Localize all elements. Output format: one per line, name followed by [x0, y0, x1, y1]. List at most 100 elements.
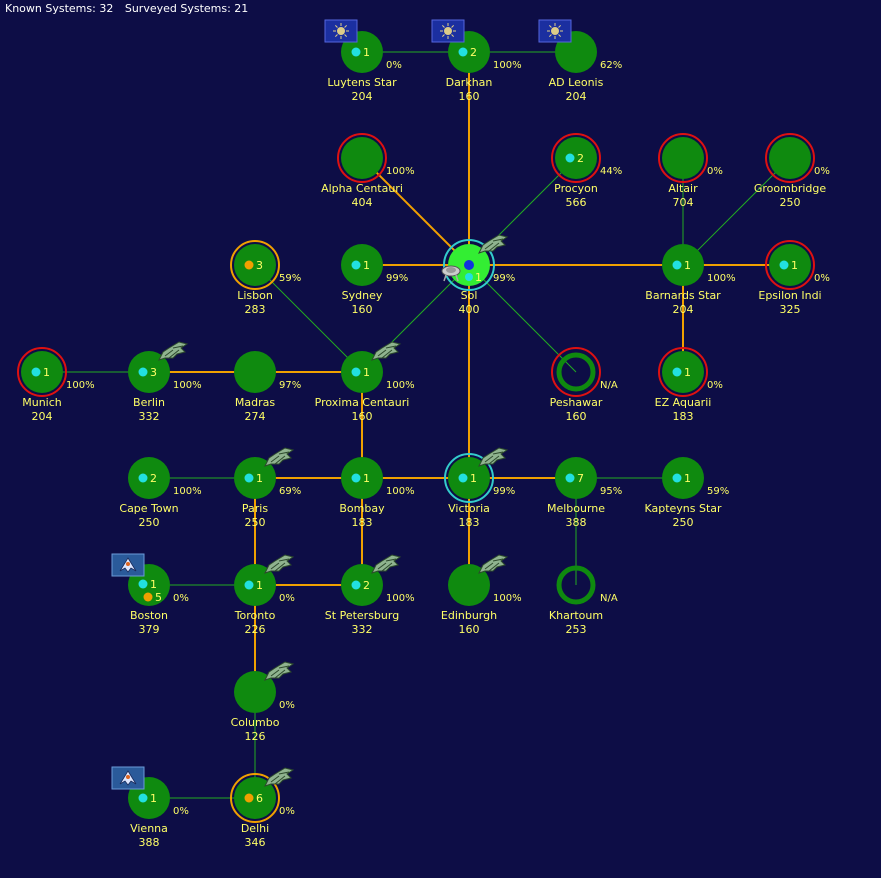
planet[interactable]	[341, 244, 383, 286]
planet[interactable]	[234, 457, 276, 499]
planet[interactable]	[234, 671, 276, 713]
planet[interactable]	[341, 564, 383, 606]
planet[interactable]	[341, 457, 383, 499]
system-name[interactable]: Columbo	[231, 716, 280, 729]
system-name[interactable]: Sol	[461, 289, 478, 302]
planet[interactable]	[555, 457, 597, 499]
planet[interactable]	[128, 457, 170, 499]
system-name[interactable]: Munich	[22, 396, 62, 409]
system-name[interactable]: Paris	[242, 502, 268, 515]
planet[interactable]	[234, 564, 276, 606]
system-name[interactable]: Proxima Centauri	[315, 396, 410, 409]
planet[interactable]	[555, 137, 597, 179]
planet[interactable]	[234, 244, 276, 286]
planet[interactable]	[662, 351, 704, 393]
planet[interactable]	[341, 351, 383, 393]
system-name[interactable]: Groombridge	[754, 182, 827, 195]
system-name[interactable]: Madras	[235, 396, 275, 409]
planet[interactable]	[448, 564, 490, 606]
system-name[interactable]: Khartoum	[549, 609, 603, 622]
planet[interactable]	[662, 457, 704, 499]
system-name[interactable]: St Petersburg	[325, 609, 399, 622]
system-name[interactable]: Alpha Centauri	[321, 182, 403, 195]
system-name[interactable]: Melbourne	[547, 502, 605, 515]
system-name[interactable]: Toronto	[234, 609, 276, 622]
system-name[interactable]: Victoria	[448, 502, 490, 515]
system-name[interactable]: Vienna	[130, 822, 168, 835]
system-name[interactable]: EZ Aquarii	[655, 396, 712, 409]
system-name[interactable]: Delhi	[241, 822, 269, 835]
planet[interactable]	[128, 351, 170, 393]
system-name[interactable]: Boston	[130, 609, 168, 622]
system-name[interactable]: Cape Town	[119, 502, 178, 515]
system-name[interactable]: Peshawar	[550, 396, 603, 409]
planet[interactable]	[662, 137, 704, 179]
ship-icon[interactable]	[158, 341, 189, 361]
system-name[interactable]: Procyon	[554, 182, 598, 195]
system-name[interactable]: Kapteyns Star	[644, 502, 722, 515]
system-name[interactable]: Berlin	[133, 396, 165, 409]
jump-gate-icon[interactable]	[538, 19, 572, 43]
planet[interactable]	[769, 244, 811, 286]
ship-icon[interactable]	[371, 554, 402, 574]
ship-icon[interactable]	[264, 554, 295, 574]
colony-ship-icon[interactable]	[111, 766, 145, 790]
planet-outline[interactable]	[556, 565, 596, 605]
system-name[interactable]: Altair	[668, 182, 698, 195]
ship-icon[interactable]	[371, 341, 402, 361]
system-name[interactable]: Barnards Star	[645, 289, 721, 302]
system-name[interactable]: Luytens Star	[327, 76, 397, 89]
planet[interactable]	[662, 244, 704, 286]
colony-ship-icon[interactable]	[111, 553, 145, 577]
system-name[interactable]: Epsilon Indi	[758, 289, 821, 302]
ship-icon[interactable]	[478, 447, 509, 467]
planet[interactable]	[234, 777, 276, 819]
planet[interactable]	[769, 137, 811, 179]
jump-gate-icon[interactable]	[431, 19, 465, 43]
space-station-icon[interactable]	[441, 265, 461, 282]
system-name[interactable]: Bombay	[339, 502, 385, 515]
system-name[interactable]: Edinburgh	[441, 609, 497, 622]
ship-icon[interactable]	[478, 554, 509, 574]
ship-icon[interactable]	[264, 767, 295, 787]
system-name[interactable]: Darkhan	[446, 76, 493, 89]
system-name[interactable]: Lisbon	[237, 289, 273, 302]
system-name[interactable]: AD Leonis	[549, 76, 604, 89]
planet[interactable]	[341, 137, 383, 179]
ship-icon[interactable]	[264, 661, 295, 681]
jump-gate-icon[interactable]	[324, 19, 358, 43]
ship-icon[interactable]	[478, 234, 509, 254]
planet[interactable]	[21, 351, 63, 393]
system-name[interactable]: Sydney	[342, 289, 383, 302]
planet[interactable]	[448, 457, 490, 499]
